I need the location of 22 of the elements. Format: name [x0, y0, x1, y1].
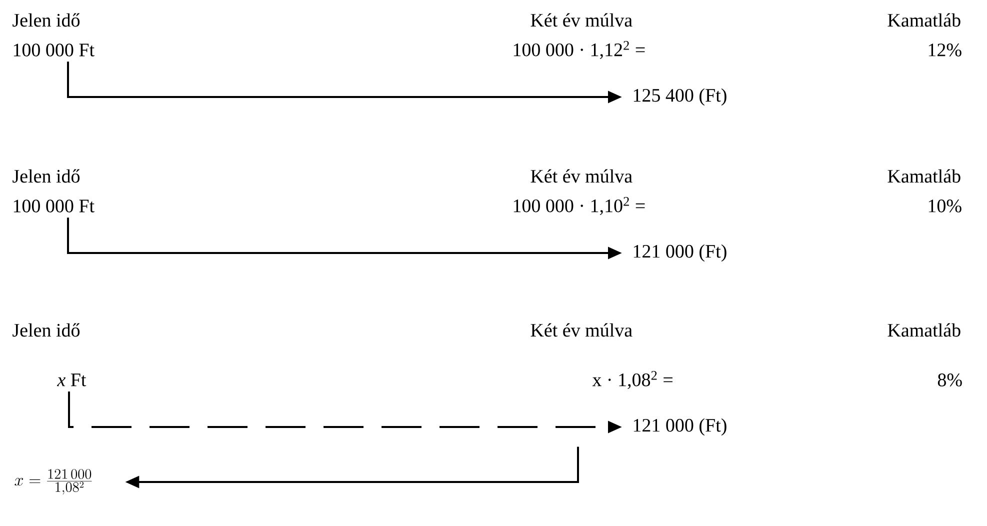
row-label: 12% — [928, 44, 962, 56]
amount-text: x Ft — [56, 374, 86, 386]
amount-text: 100 000 Ft — [14, 200, 94, 212]
amount-text: 100 000 Ft — [14, 44, 94, 56]
row-label: Jelen idő — [12, 323, 80, 337]
formula: $x=\frac{121\,000}{1{,}08^{2}}$ — [14, 469, 92, 495]
row-label: 8% — [938, 374, 962, 386]
row-label: Két év múlva — [530, 13, 632, 27]
row-label: x · 1,08$^{2}$ = — [592, 371, 672, 389]
row-label: Két év múlva — [530, 323, 632, 337]
row-label: Kamatláb — [888, 13, 960, 27]
row-label: 100 000 · 1,10$^{2}$ = — [514, 197, 645, 215]
row-label: Kamatláb — [888, 323, 960, 337]
row-label: 100 000 · 1,12$^{2}$ = — [514, 41, 645, 59]
row-label: Kamatláb — [888, 169, 960, 183]
row-label: Jelen idő — [12, 169, 80, 183]
row-label: Két év múlva — [530, 169, 632, 183]
amount-text: 121 000 (Ft) — [634, 418, 726, 436]
amount-text: 125 400 (Ft) — [634, 88, 726, 106]
amount-text: 121 000 (Ft) — [634, 244, 726, 262]
row-label: Jelen idő — [12, 13, 80, 27]
row-label: 10% — [928, 200, 962, 212]
